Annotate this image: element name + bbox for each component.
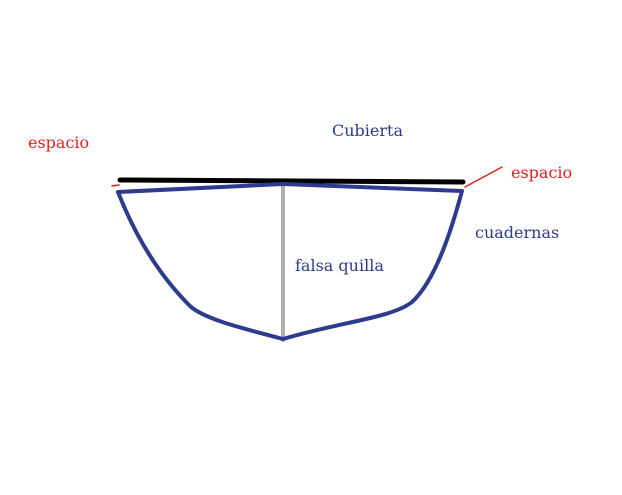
frames-label: cuadernas	[475, 223, 560, 242]
hull-frame-outline	[116, 182, 464, 341]
left-gap-marker	[111, 184, 120, 187]
deck-line	[117, 177, 466, 185]
deck-label: Cubierta	[332, 121, 403, 140]
right-gap-leader	[464, 166, 503, 188]
right-gap-label: espacio	[511, 163, 573, 182]
left-gap-label: espacio	[28, 133, 90, 152]
false-keel-label: falsa quilla	[295, 256, 384, 275]
